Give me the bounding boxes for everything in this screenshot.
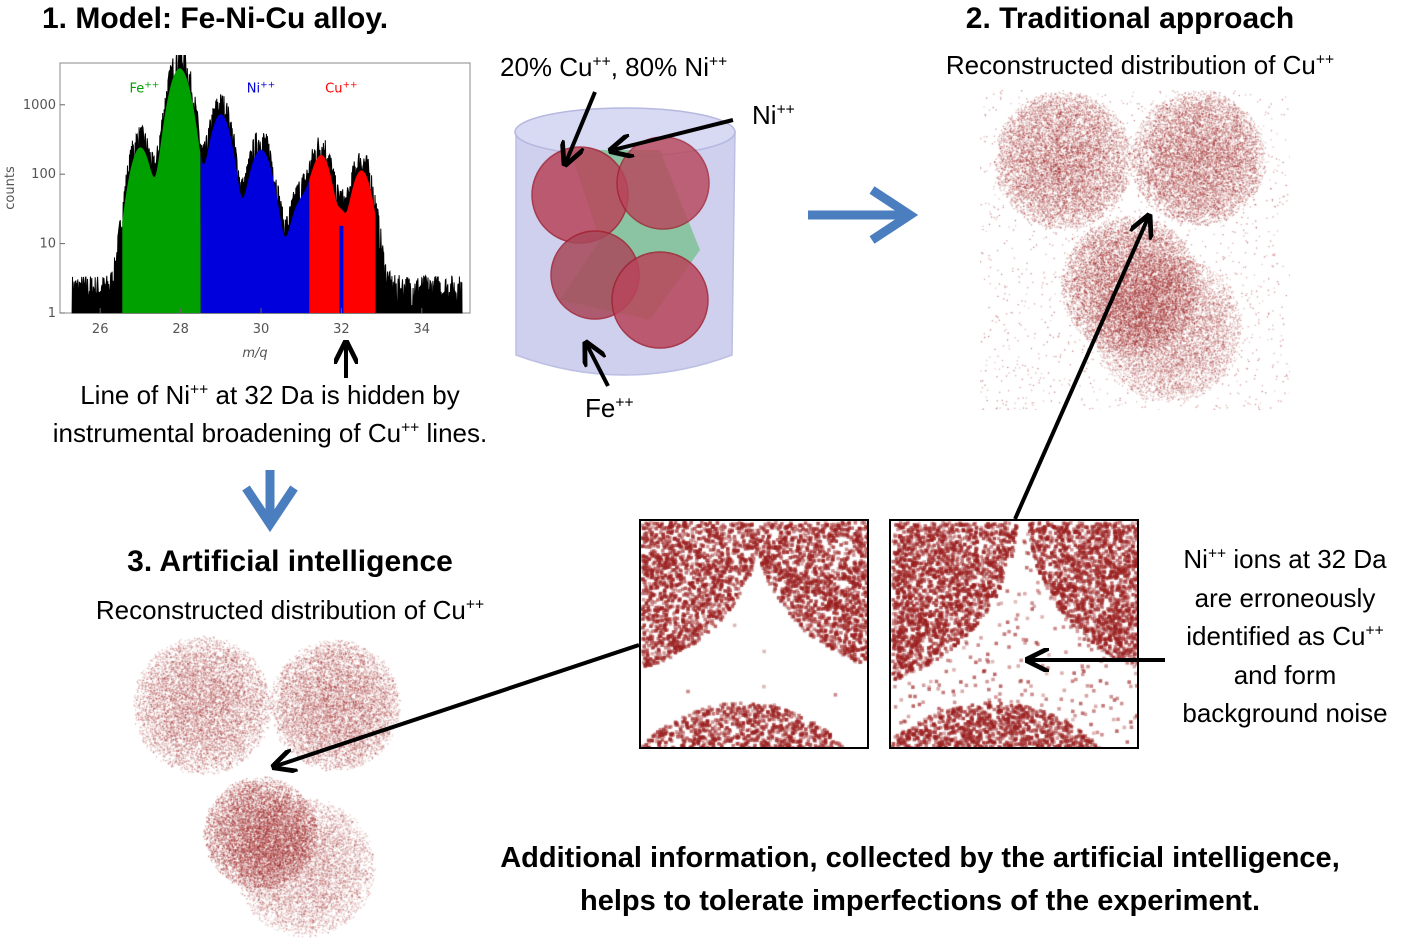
conclusion-line1: Additional information, collected by the… [500, 842, 1340, 874]
model-fe-label: Fe++ [585, 393, 634, 423]
arrow-fe [587, 345, 610, 387]
inset-ai-zoom [639, 519, 869, 749]
xtick-label-0: 26 [92, 322, 109, 337]
arrow-mix [566, 91, 597, 162]
ytick-label-2: 100 [31, 167, 56, 182]
section3-subtitle: Reconstructed distribution of Cu++ [95, 595, 485, 625]
blue-arrow-down-head [242, 485, 298, 533]
xtick-label-3: 32 [333, 322, 350, 337]
section1-caption-line1: Line of Ni++ at 32 Da is hidden by [80, 380, 460, 410]
xtick-label-2: 30 [253, 322, 270, 337]
black-arrows [276, 91, 1165, 766]
arrow-to-traditional [1013, 218, 1148, 520]
model-ni-label: Ni++ [752, 100, 795, 130]
series-area-1 [200, 114, 310, 314]
inset-ai-points [641, 521, 867, 747]
blue-arrows [242, 186, 919, 533]
arrow-ni [613, 118, 734, 150]
arrow-to-ai [276, 643, 640, 766]
x-axis-label: m/q [242, 346, 267, 361]
y-axis-label: counts [3, 166, 18, 210]
section1-caption-line2: instrumental broadening of Cu++ lines. [52, 418, 488, 448]
ytick-label-3: 1000 [23, 98, 56, 113]
inset-traditional-points [891, 521, 1137, 747]
series-area-0 [122, 68, 201, 313]
ytick-label-0: 1 [48, 306, 56, 321]
section2-title: 2. Traditional approach [965, 2, 1295, 35]
section2-subtitle: Reconstructed distribution of Cu++ [945, 50, 1335, 80]
noise-note: Ni++ ions at 32 Da are erroneously ident… [1182, 544, 1388, 728]
model-mix-label: 20% Cu++, 80% Ni++ [500, 52, 728, 82]
conclusion-line2: helps to tolerate imperfections of the e… [579, 885, 1261, 917]
blue-arrow-right-head [869, 186, 919, 244]
cu-spheres [531, 136, 710, 349]
xtick-label-1: 28 [172, 322, 189, 337]
inset-traditional-zoom [889, 519, 1139, 749]
ai-cu-distribution [120, 635, 410, 947]
xtick-label-4: 34 [413, 322, 430, 337]
ytick-label-1: 10 [39, 237, 56, 252]
section1-title: 1. Model: Fe-Ni-Cu alloy. [42, 2, 389, 35]
ni-32da-line [339, 225, 344, 313]
section3-title: 3. Artificial intelligence [127, 545, 453, 578]
